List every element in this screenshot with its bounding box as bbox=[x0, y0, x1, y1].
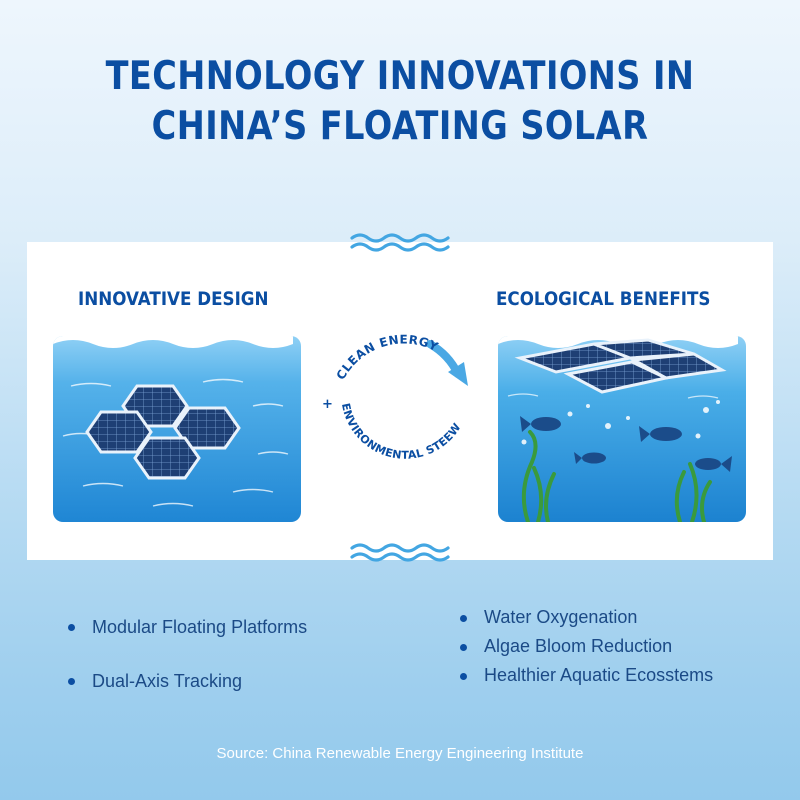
list-item: Modular Floating Platforms bbox=[66, 612, 307, 642]
list-item: Healthier Aquatic Ecosstems bbox=[458, 661, 713, 690]
arrow-icon bbox=[448, 362, 468, 386]
ecological-benefits-heading: ECOLOGICAL BENEFITS bbox=[496, 288, 711, 310]
aquatic-ecosystem-illustration bbox=[498, 336, 746, 522]
title-line-1: TECHNOLOGY INNOVATIONS IN bbox=[105, 54, 695, 99]
list-item: Water Oxygenation bbox=[458, 603, 713, 632]
source-caption: Source: China Renewable Energy Engineeri… bbox=[216, 745, 584, 762]
innovative-design-heading: INNOVATIVE DESIGN bbox=[78, 288, 269, 310]
clean-energy-label: CLEAN ENERGY bbox=[334, 332, 440, 382]
innovative-design-list: Modular Floating Platforms Dual-Axis Tra… bbox=[66, 612, 307, 696]
list-item: Dual-Axis Tracking bbox=[66, 666, 307, 696]
page-title: TECHNOLOGY INNOVATIONS IN CHINA’S FLOATI… bbox=[56, 52, 744, 152]
floating-hexagon-panels-illustration bbox=[53, 336, 301, 522]
wave-icon-top bbox=[350, 233, 450, 252]
ecological-benefits-list: Water Oxygenation Algae Bloom Reduction … bbox=[458, 603, 713, 690]
wave-icon-bottom bbox=[350, 543, 450, 562]
clean-energy-cycle-diagram: CLEAN ENERGY + ENVIRONMENTAL STEEWSHAHIP bbox=[318, 326, 468, 462]
list-item: Algae Bloom Reduction bbox=[458, 632, 713, 661]
svg-text:CLEAN ENERGY: CLEAN ENERGY bbox=[334, 332, 441, 382]
title-line-2: CHINA’S FLOATING SOLAR bbox=[151, 104, 649, 149]
plus-label: + bbox=[322, 397, 333, 412]
